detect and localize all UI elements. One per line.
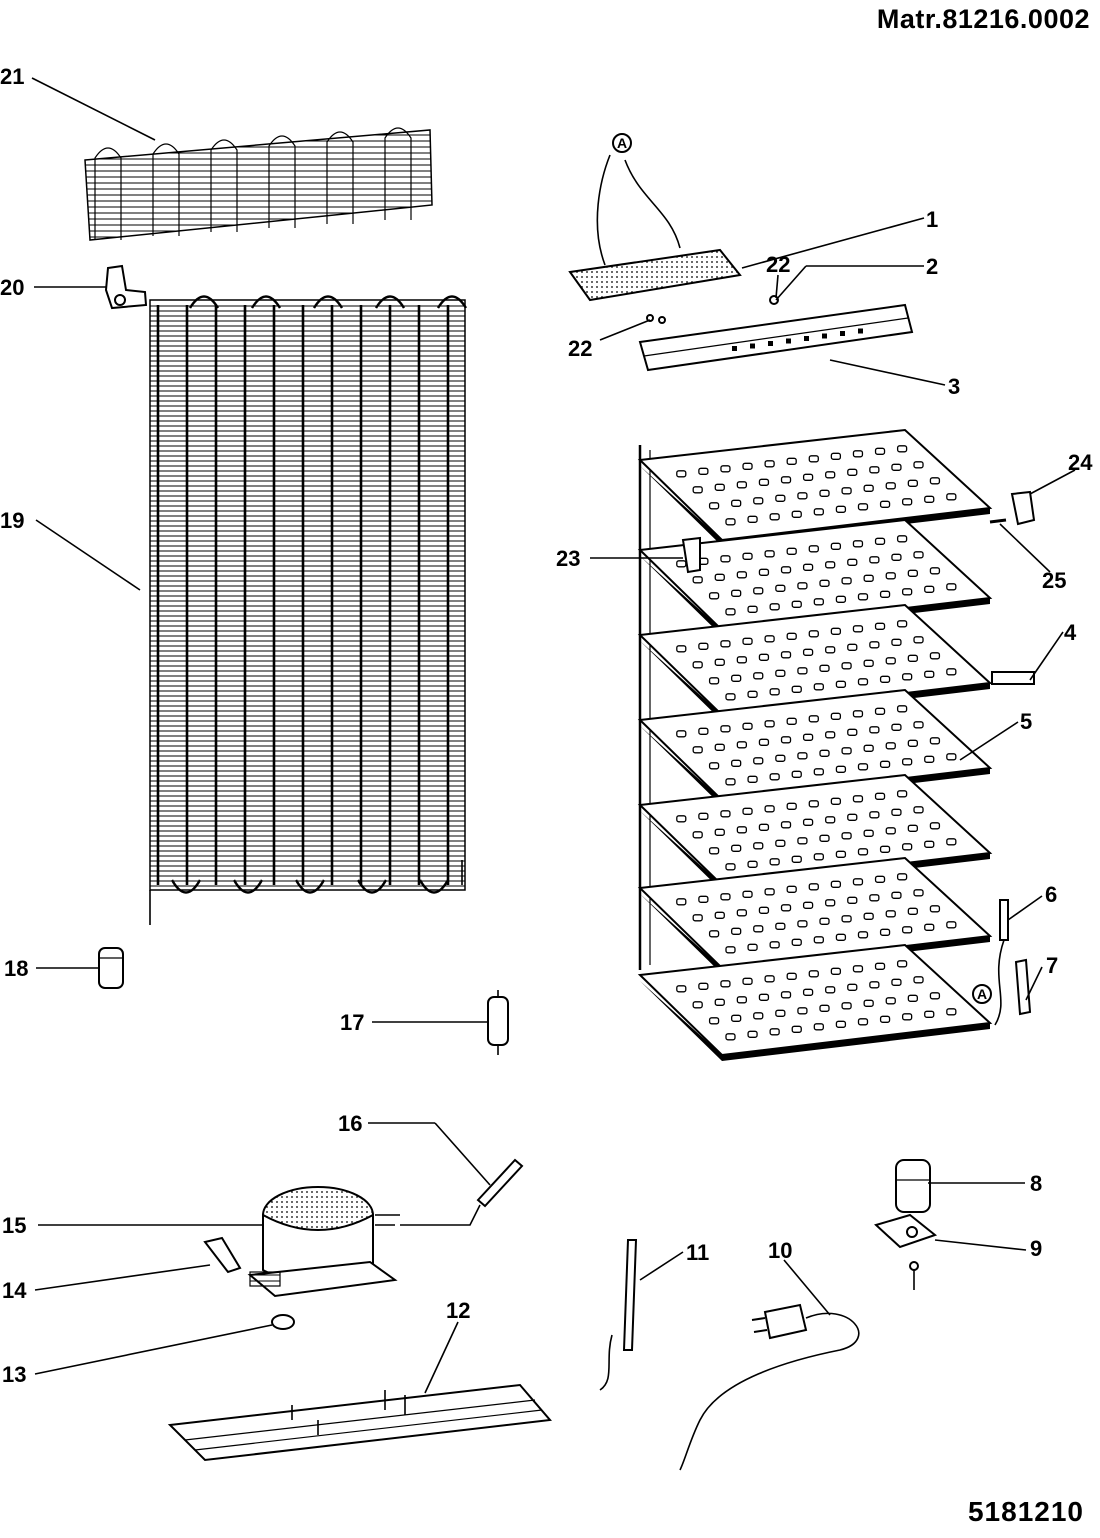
callout-2: 2 — [926, 254, 938, 279]
part-20-bracket — [104, 264, 148, 310]
part-7-handle — [1014, 958, 1032, 1016]
ref-a-top: A — [617, 135, 627, 151]
part-16-thermal-protector — [400, 1158, 524, 1226]
part-1-control-board: A — [568, 133, 742, 302]
part-19-wire-condenser — [149, 295, 468, 925]
matricola-label: Matr.81216.0002 — [876, 4, 1090, 34]
callout-leaders — [31, 77, 1076, 1394]
callout-15: 15 — [2, 1213, 26, 1238]
callout-numbers: 21 20 19 18 17 16 15 14 13 12 11 10 9 8 … — [0, 64, 1093, 1387]
part-11-cable-strip — [599, 1239, 638, 1391]
callout-3: 3 — [948, 374, 960, 399]
callout-5: 5 — [1020, 709, 1032, 734]
part-4-shelf-hinge — [991, 671, 1035, 685]
part-9-mount-plate — [874, 1213, 938, 1290]
callout-16: 16 — [338, 1111, 362, 1136]
part-24-bracket — [1010, 490, 1036, 526]
callout-9: 9 — [1030, 1236, 1042, 1261]
callout-18: 18 — [4, 956, 28, 981]
part-17-drier — [487, 990, 509, 1055]
callout-13: 13 — [2, 1362, 26, 1387]
part-14-clip — [203, 1236, 242, 1274]
part-5-shelf-stack — [637, 428, 993, 1061]
callout-19: 19 — [0, 508, 24, 533]
callout-4: 4 — [1064, 620, 1077, 645]
callout-21: 21 — [0, 64, 24, 89]
part-22-screws — [646, 314, 666, 324]
part-3-light-bar — [638, 303, 914, 372]
part-6-sensor: A — [972, 899, 1009, 1026]
callout-12: 12 — [446, 1298, 470, 1323]
part-21-condenser-panel — [84, 127, 433, 241]
callout-6: 6 — [1045, 882, 1057, 907]
callout-8: 8 — [1030, 1171, 1042, 1196]
part-12-base-tray — [167, 1383, 552, 1462]
callout-1: 1 — [926, 207, 938, 232]
callout-7: 7 — [1046, 953, 1058, 978]
callout-10: 10 — [768, 1238, 792, 1263]
part-18-filter — [98, 947, 124, 989]
callout-25: 25 — [1042, 568, 1066, 593]
callout-11: 11 — [686, 1240, 709, 1265]
callout-23: 23 — [556, 546, 580, 571]
part-23-shelf-clip — [681, 536, 701, 574]
callout-14: 14 — [2, 1278, 27, 1303]
part-10-power-cord — [679, 1303, 860, 1471]
part-25-screw — [989, 518, 1007, 524]
callout-20: 20 — [0, 275, 24, 300]
part-15-compressor — [247, 1186, 400, 1298]
drawing-code-label: 5181210 — [967, 1496, 1084, 1527]
callout-17: 17 — [340, 1010, 364, 1035]
callout-24: 24 — [1068, 450, 1093, 475]
part-8-relay — [895, 1159, 931, 1213]
callout-22-top: 22 — [766, 252, 790, 277]
part-13-grommet — [271, 1314, 295, 1330]
ref-a-bottom: A — [977, 986, 987, 1002]
callout-22-left: 22 — [568, 336, 592, 361]
